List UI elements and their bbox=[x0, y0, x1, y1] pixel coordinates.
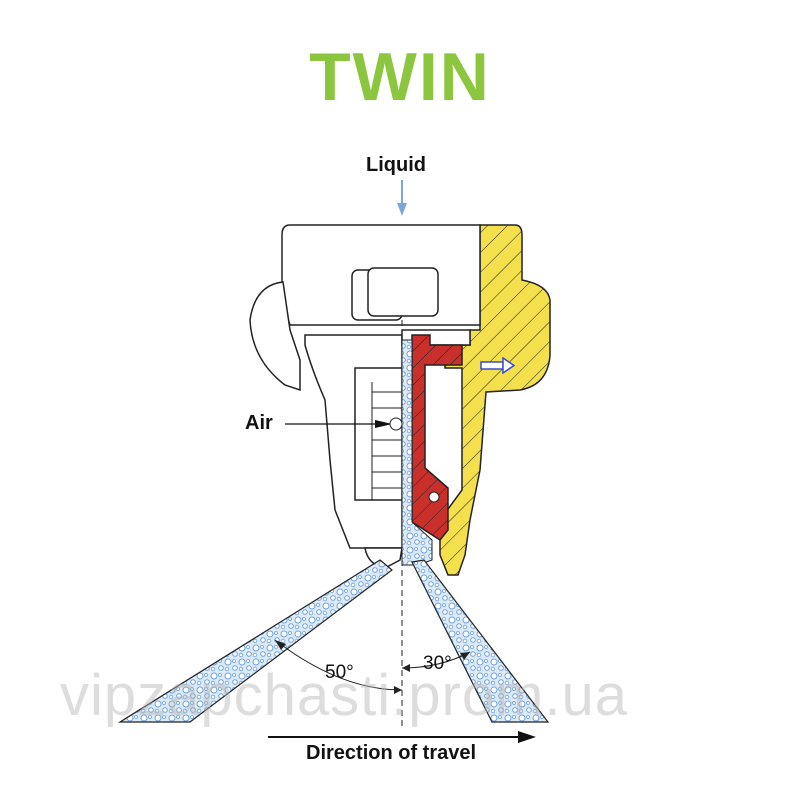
o-ring bbox=[428, 491, 440, 503]
front-angle-label: 30° bbox=[423, 653, 452, 674]
nozzle-body bbox=[249, 224, 481, 569]
direction-label: Direction of travel bbox=[306, 742, 477, 764]
liquid-label: Liquid bbox=[366, 154, 426, 176]
rear-spray-fan bbox=[117, 559, 393, 723]
front-spray-fan bbox=[411, 559, 550, 723]
outflow-arrow bbox=[480, 356, 516, 375]
air-label: Air bbox=[245, 412, 273, 434]
rear-angle-arc bbox=[274, 639, 403, 691]
watermark: vipzapchasti.prom.ua bbox=[60, 663, 629, 728]
mixing-channel bbox=[401, 339, 433, 566]
air-pointer bbox=[285, 417, 403, 431]
rear-angle-label: 50° bbox=[325, 662, 354, 683]
diagram-title: TWIN bbox=[309, 39, 491, 115]
direction-arrow bbox=[268, 731, 536, 743]
insert-section bbox=[411, 334, 463, 541]
liquid-inlet-arrow bbox=[397, 180, 407, 216]
